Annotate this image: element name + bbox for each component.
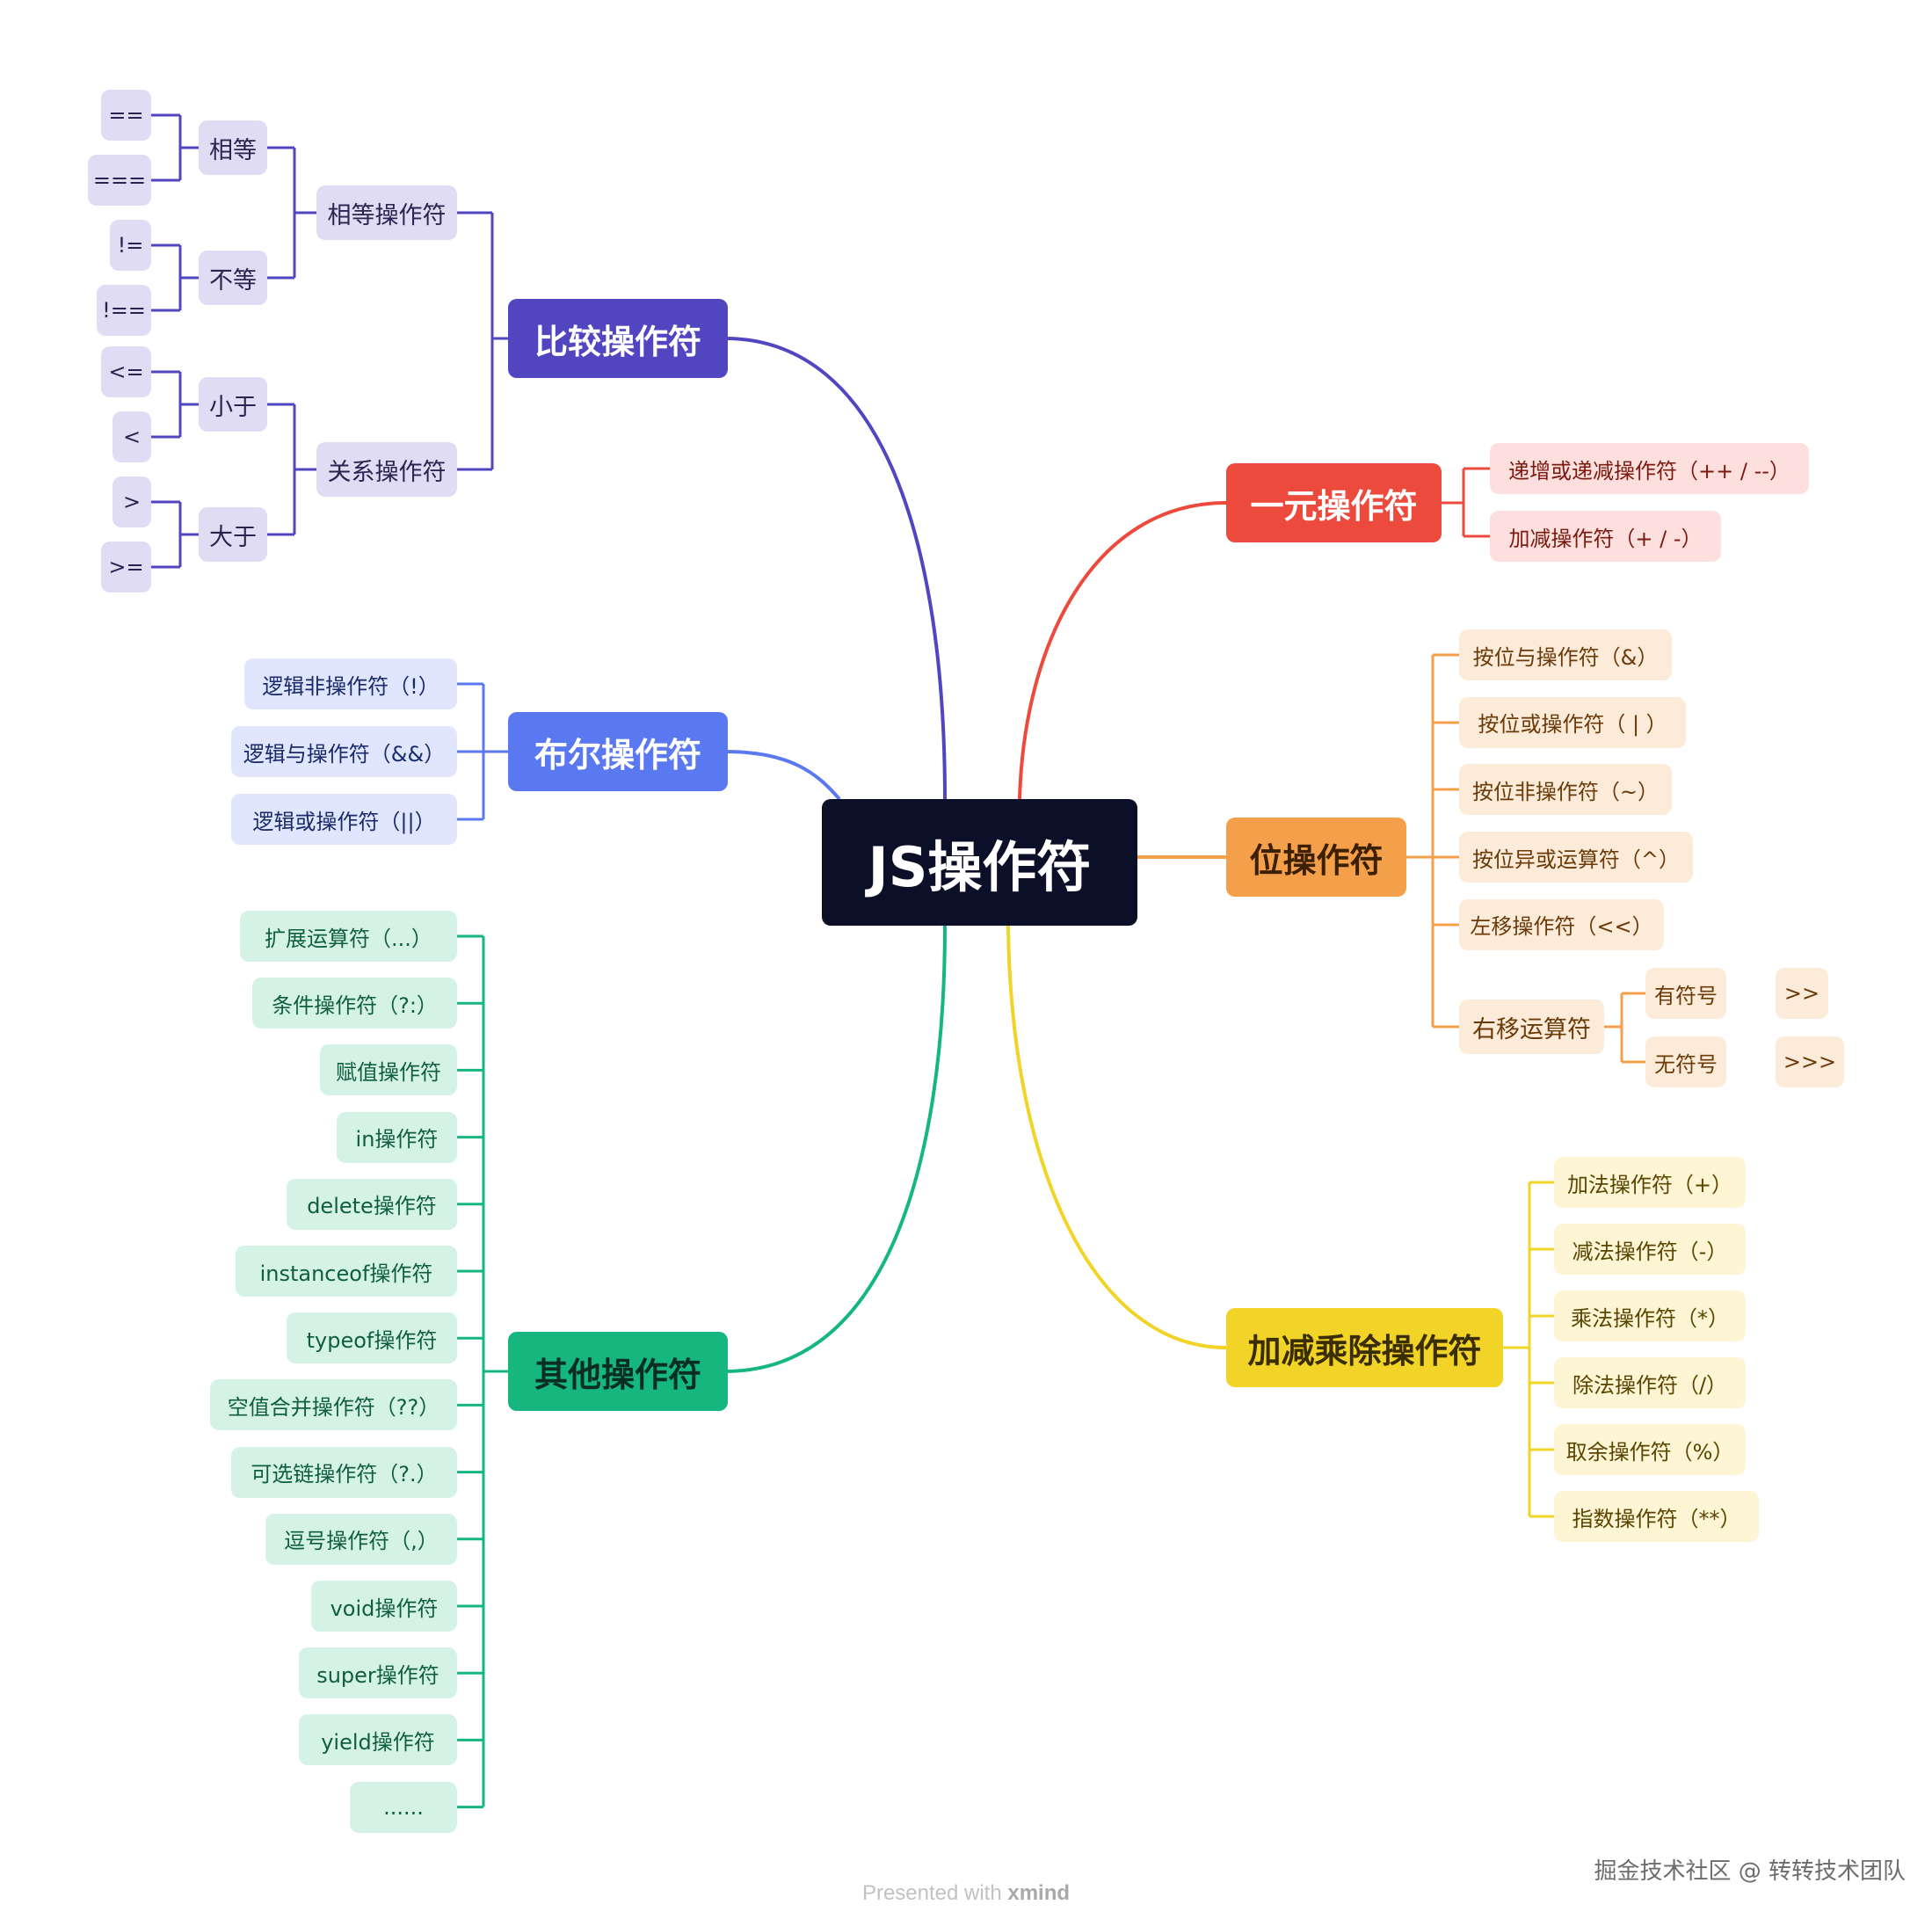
unary-operator-item[interactable]: 加减操作符（+ / -） bbox=[1490, 511, 1721, 562]
topic-arithmetic[interactable]: 加减乘除操作符 bbox=[1226, 1308, 1503, 1387]
boolean-operator-item[interactable]: 逻辑或操作符（||） bbox=[231, 794, 457, 845]
other-operator-item[interactable]: super操作符 bbox=[299, 1647, 457, 1699]
arithmetic-operator-item[interactable]: 乘法操作符（*） bbox=[1554, 1290, 1746, 1341]
footer-prefix: Presented with bbox=[861, 1881, 1008, 1905]
other-operator-item[interactable]: instanceof操作符 bbox=[236, 1246, 457, 1297]
leaf-op[interactable]: === bbox=[88, 155, 151, 206]
other-operator-item[interactable]: 扩展运算符（...） bbox=[240, 911, 457, 962]
other-operator-item[interactable]: delete操作符 bbox=[287, 1178, 457, 1230]
arithmetic-operator-item[interactable]: 减法操作符（-） bbox=[1554, 1224, 1746, 1275]
boolean-operator-item[interactable]: 逻辑与操作符（&&） bbox=[231, 726, 457, 777]
other-operator-item[interactable]: yield操作符 bbox=[299, 1714, 457, 1766]
other-operator-item[interactable]: 可选链操作符（?.） bbox=[231, 1446, 457, 1498]
arithmetic-operator-item[interactable]: 指数操作符（**） bbox=[1554, 1491, 1759, 1542]
arithmetic-operator-item[interactable]: 取余操作符（%） bbox=[1554, 1424, 1746, 1475]
leaf-op[interactable]: == bbox=[101, 90, 151, 141]
boolean-operator-item[interactable]: 逻辑非操作符（!） bbox=[244, 658, 457, 709]
other-operator-item[interactable]: in操作符 bbox=[337, 1111, 457, 1163]
leaf-op[interactable]: !== bbox=[97, 285, 151, 336]
unary-operator-item[interactable]: 递增或递减操作符（++ / --） bbox=[1490, 443, 1809, 494]
leaf-op[interactable]: != bbox=[110, 220, 151, 271]
arithmetic-operator-item[interactable]: 除法操作符（/） bbox=[1554, 1357, 1746, 1408]
leaf-op[interactable]: >= bbox=[101, 542, 151, 593]
arithmetic-operator-item[interactable]: 加法操作符（+） bbox=[1554, 1157, 1746, 1208]
leaf-op[interactable]: <= bbox=[101, 346, 151, 397]
topic-unsigned[interactable]: 无符号 bbox=[1645, 1036, 1726, 1087]
topic-comparison[interactable]: 比较操作符 bbox=[508, 299, 728, 378]
topic-bitwise[interactable]: 位操作符 bbox=[1226, 818, 1406, 897]
topic-other[interactable]: 其他操作符 bbox=[508, 1332, 728, 1411]
topic-right-shift[interactable]: 右移运算符 bbox=[1459, 1000, 1604, 1054]
other-operator-item[interactable]: void操作符 bbox=[311, 1581, 457, 1632]
other-operator-item[interactable]: ...... bbox=[350, 1781, 457, 1833]
leaf-op[interactable]: < bbox=[113, 411, 151, 462]
other-operator-item[interactable]: 条件操作符（?:） bbox=[252, 978, 457, 1029]
topic-signed[interactable]: 有符号 bbox=[1645, 968, 1726, 1019]
topic-not-equal[interactable]: 不等 bbox=[199, 251, 267, 305]
leaf-op[interactable]: > bbox=[113, 476, 151, 527]
other-operator-item[interactable]: 逗号操作符（,） bbox=[265, 1513, 457, 1565]
bitwise-operator-item[interactable]: 按位与操作符（&） bbox=[1459, 629, 1672, 680]
leaf-unsigned-shift[interactable]: >>> bbox=[1776, 1036, 1844, 1087]
footer-brand: xmind bbox=[1007, 1881, 1071, 1905]
bitwise-operator-item[interactable]: 左移操作符（<<） bbox=[1459, 898, 1664, 950]
footer-credit: Presented with xmind bbox=[0, 1881, 1932, 1906]
topic-unary[interactable]: 一元操作符 bbox=[1226, 463, 1442, 542]
bitwise-operator-item[interactable]: 按位或操作符（ | ） bbox=[1459, 696, 1686, 748]
other-operator-item[interactable]: 空值合并操作符（??） bbox=[210, 1379, 457, 1431]
topic-greater[interactable]: 大于 bbox=[199, 507, 267, 562]
leaf-signed-shift[interactable]: >> bbox=[1776, 968, 1828, 1019]
other-operator-item[interactable]: typeof操作符 bbox=[287, 1312, 457, 1364]
watermark: 掘金技术社区 @ 转转技术团队 bbox=[1594, 1858, 1906, 1885]
bitwise-operator-item[interactable]: 按位非操作符（~） bbox=[1459, 764, 1672, 816]
topic-less[interactable]: 小于 bbox=[199, 377, 267, 432]
root-topic[interactable]: JS操作符 bbox=[822, 799, 1137, 926]
other-operator-item[interactable]: 赋值操作符 bbox=[320, 1044, 457, 1096]
topic-equality[interactable]: 相等操作符 bbox=[316, 185, 457, 240]
topic-relational[interactable]: 关系操作符 bbox=[316, 442, 457, 497]
bitwise-operator-item[interactable]: 按位异或运算符（^） bbox=[1459, 832, 1693, 883]
topic-equal[interactable]: 相等 bbox=[199, 120, 267, 175]
topic-boolean[interactable]: 布尔操作符 bbox=[508, 712, 728, 791]
